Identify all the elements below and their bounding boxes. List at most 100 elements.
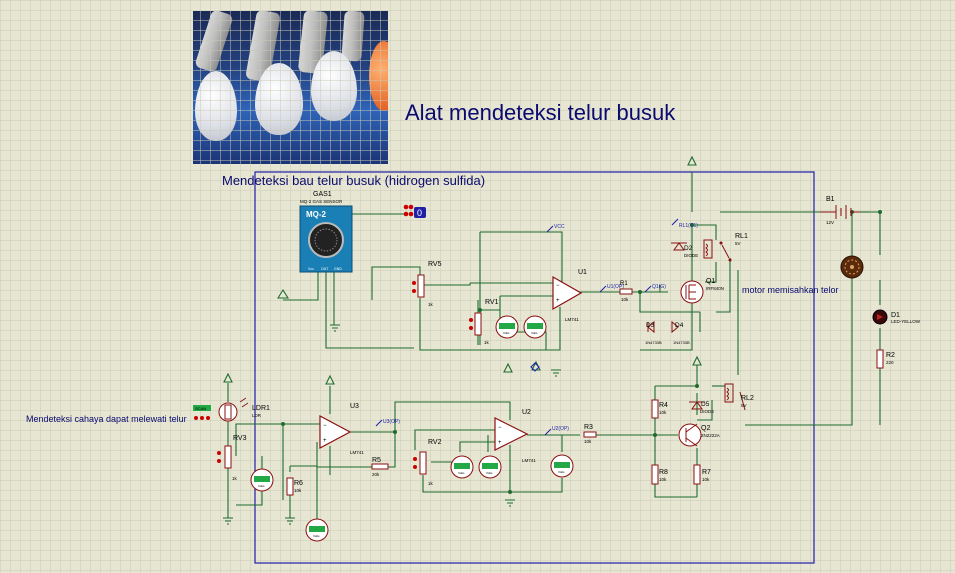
pot-rv3-ref: RV3 [233,435,247,442]
logic-terminal[interactable]: 0 [403,204,426,218]
voltmeters[interactable]: Volts Volts Volts Volts Volts Volts Volt… [250,315,574,542]
r1-value: 10k [621,297,629,302]
page-title: Alat mendeteksi telur busuk [405,100,676,125]
voltmeter-4: Volts [478,455,502,479]
q1-model: IRF840N [706,286,724,291]
opamp-u2[interactable]: − + U2 LM741 [494,409,536,463]
pot-rv5-ref: RV5 [428,261,442,268]
voltmeter-5-unit: Volts [558,470,565,474]
d2-ref: D2 [684,245,693,252]
r2-value: 220 [886,360,894,365]
voltmeter-5: Volts [550,454,574,478]
probe-u1: U1(OP) [607,284,624,290]
opamp-u1[interactable]: −+ U1 LM741 [552,269,587,322]
diode-d4 [671,320,679,334]
relay-rl1[interactable]: RL1 5V [703,233,748,262]
resistors[interactable] [286,288,884,496]
pot-rv5[interactable]: RV5 1k [412,261,442,307]
d2-model: DIODE [684,253,698,258]
resistor-r4 [651,399,659,419]
gas-pin-out: OUT [321,267,329,271]
opamp-u1-model: LM741 [565,317,579,322]
pot-rv1-value: 1k [484,340,490,345]
diode-d3 [647,320,655,334]
opamp-u3[interactable]: −+ U3 LM741 [319,403,364,455]
voltmeter-7: Volts [305,518,329,542]
opamp-u2-ref: U2 [522,409,531,416]
resistor-r7 [693,464,701,485]
relay-rl2[interactable]: RL2 5V [724,383,754,411]
r3-ref: R3 [584,424,593,431]
rl2-ref: RL2 [741,395,754,402]
svg-text:−: − [323,423,327,429]
light-tag-text: SCAN [195,406,206,411]
pot-rv2[interactable]: RV2 1k [413,439,442,486]
diodes[interactable] [647,242,705,410]
battery-b1[interactable]: B1 12V [820,196,860,225]
svg-text:+: + [323,438,327,444]
d5-model: DIODE [700,409,714,414]
q1-ref: Q1 [706,278,715,285]
motor-note-label: motor memisahkan telor [742,285,839,295]
r2-ref: R2 [886,352,895,359]
voltmeter-3: Volts [450,455,474,479]
d4-model: 1N4733B [673,340,690,345]
gas-sensor[interactable]: GAS1 MQ-2 GAS SENSOR MQ-2 Vcc OUT GND [299,191,353,273]
gas-sensor-face: MQ-2 [306,210,327,219]
opamp-u3-ref: U3 [350,403,359,410]
r1-ref: R1 [620,281,628,287]
voltmeter-2-unit: Volts [531,331,538,335]
r5-value: 20k [372,472,380,477]
led-d1[interactable]: D1 LED-YELLOW [872,309,921,325]
svg-text:−: − [498,425,502,431]
svg-text:+: + [498,440,502,446]
opamp-u2-model: LM741 [522,458,536,463]
gas-sensor-mesh-icon [308,222,344,258]
q2-model: 2N2222A [701,433,720,438]
d1-ref: D1 [891,312,900,319]
voltmeter-1-unit: Volts [503,331,510,335]
resistor-r5 [371,463,389,470]
pot-rv3[interactable]: RV3 1k [217,435,247,481]
r7-ref: R7 [702,469,711,476]
sheet-border [254,171,815,564]
origin-marker-icon [530,362,540,372]
ldr[interactable]: LDR1 LDR [218,397,270,422]
rl2-value: 5V [741,403,747,408]
rl1-ref: RL1 [735,233,748,240]
junctions [281,210,882,494]
motor[interactable] [840,255,864,279]
mosfet-q1[interactable]: Q1 IRF840N [680,278,724,304]
resistor-r1 [619,288,633,295]
power-symbols [223,155,702,385]
r6-value: 10k [294,488,302,493]
d1-model: LED-YELLOW [891,319,921,324]
terminal-value: 0 [417,208,422,218]
d3-ref: D3 [646,322,655,329]
voltmeter-1: Volts [495,315,519,339]
gas-pin-vcc: Vcc [308,267,314,271]
r8-value: 10k [659,477,667,482]
probe-u2: U2(OP) [552,426,569,432]
bjt-q2[interactable]: Q2 2N2222A [678,423,720,447]
diode-d5 [689,401,705,410]
d3-model: 1N4733B [645,340,662,345]
b1-value: 12V [826,220,834,225]
voltmeter-7-unit: Volts [313,534,320,538]
d4-ref: D4 [675,322,684,329]
gas-pin-gnd: GND [334,267,342,271]
svg-text:−: − [556,283,560,289]
resistor-r8 [651,464,659,485]
voltmeter-6-unit: Volts [258,484,265,488]
voltmeter-2: Volts [523,315,547,339]
diode-d2 [671,242,687,251]
pot-rv1[interactable]: RV1 1k [469,299,499,345]
r5-ref: R5 [372,457,381,464]
light-section-label: Mendeteksi cahaya dapat melewati telur [26,414,187,424]
resistor-r3 [583,431,597,438]
probe-q1: Q1(G) [652,284,666,290]
ground-symbols [223,324,561,525]
q2-ref: Q2 [701,425,710,432]
